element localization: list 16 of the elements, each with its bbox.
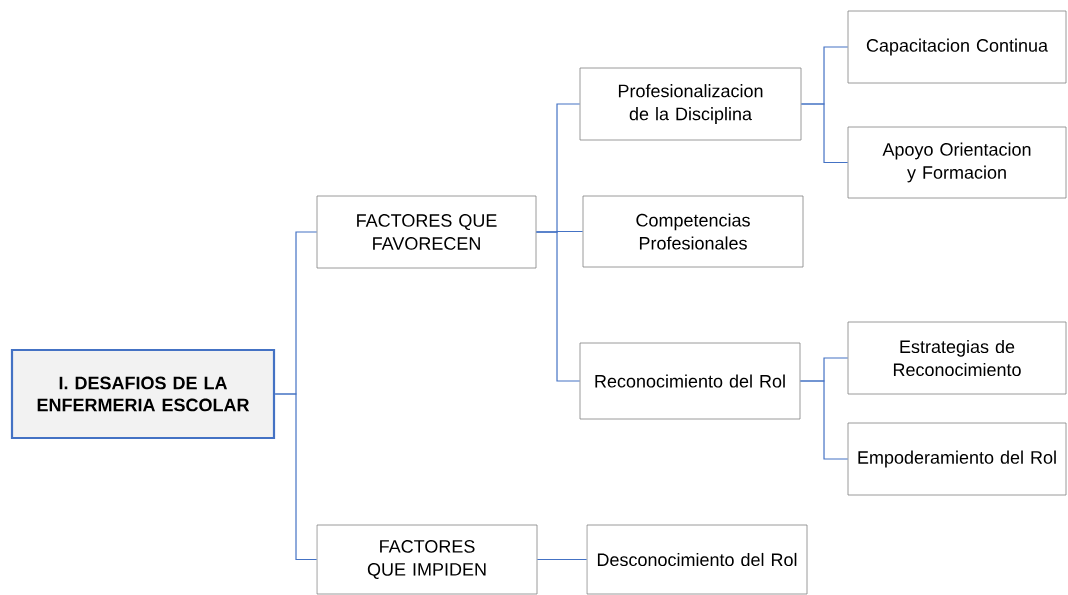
topic-box: Estrategias de Reconocimiento bbox=[847, 321, 1067, 395]
topic-box: FACTORES QUE FAVORECEN bbox=[316, 195, 537, 269]
connector bbox=[536, 558, 588, 561]
topic-box: Profesionalizacion de la Disciplina bbox=[579, 67, 802, 141]
topic-box: FACTORES QUE IMPIDEN bbox=[316, 524, 538, 595]
topic-box: Reconocimiento del Rol bbox=[579, 342, 801, 420]
topic-box: Empoderamiento del Rol bbox=[847, 422, 1067, 496]
topic-box: Capacitacion Continua bbox=[847, 10, 1067, 84]
connector bbox=[535, 231, 581, 382]
topic-box: Competencias Profesionales bbox=[582, 195, 804, 268]
connector bbox=[799, 380, 849, 460]
connector bbox=[800, 103, 849, 164]
topic-box: Desconocimiento del Rol bbox=[586, 524, 808, 595]
topic-box: Apoyo Orientacion y Formacion bbox=[847, 126, 1067, 199]
title-box: I. DESAFIOS DE LA ENFERMERIA ESCOLAR bbox=[10, 348, 276, 440]
connector bbox=[274, 393, 318, 561]
